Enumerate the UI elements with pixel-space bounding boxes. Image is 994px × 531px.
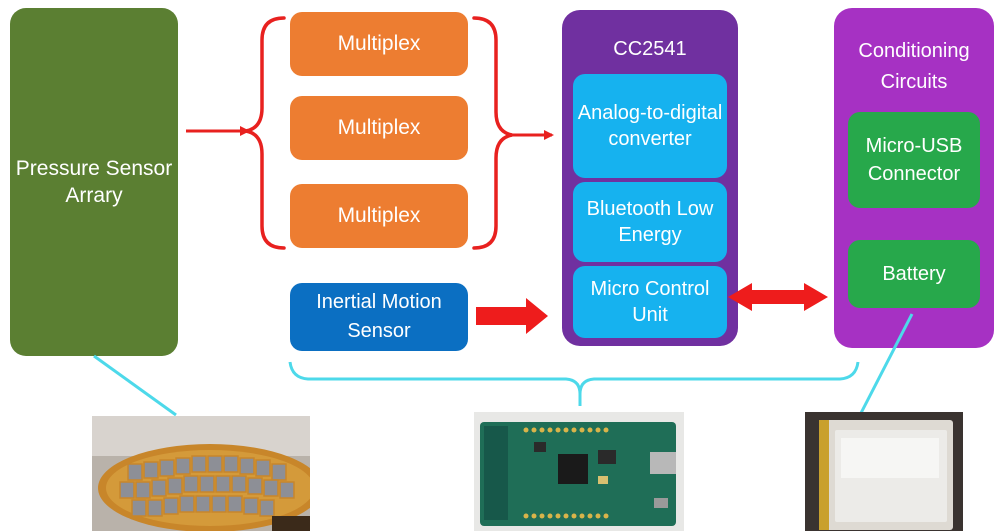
left-bracket [245,16,286,250]
multiplex-label-1: Multiplex [337,32,421,56]
circuit-board-image [474,412,684,531]
arrow-inertial-to-mcu [476,298,548,334]
mcu-block: Micro Control Unit [573,266,727,338]
multiplex-label-2: Multiplex [337,116,421,140]
ble-label: Bluetooth Low Energy [586,198,714,246]
sensor-photo-connector [93,354,177,417]
ble-block: Bluetooth Low Energy [573,182,727,262]
battery-label: Battery [882,263,946,285]
adc-block: Analog-to-digital converter [573,74,727,178]
multiplex-block-1: Multiplex [290,12,468,76]
battery-block: Battery [848,240,980,308]
board-brace [288,361,860,395]
pressure-sensor-array-label: Pressure Sensor Arrary [15,156,173,207]
cc2541-title: CC2541 [613,38,687,60]
multiplex-block-3: Multiplex [290,184,468,248]
conditioning-circuits-block: Conditioning Circuits Micro-USB Connecto… [834,8,994,348]
pressure-sensor-array-block: Pressure Sensor Arrary [10,8,178,356]
multiplex-label-3: Multiplex [337,204,421,228]
right-bracket [472,16,513,250]
battery-photo-connector [858,313,914,416]
sensor-insole-image [92,416,310,531]
inertial-motion-sensor-label: Inertial Motion Sensor [316,291,442,342]
micro-usb-block: Micro-USB Connector [848,112,980,208]
micro-usb-label: Micro-USB Connector [865,135,963,185]
battery-photo [805,412,963,531]
battery-image [805,412,963,531]
adc-label: Analog-to-digital converter [577,102,723,150]
multiplex-block-2: Multiplex [290,96,468,160]
conditioning-circuits-title: Conditioning Circuits [858,40,970,93]
arrow-mcu-conditioning [728,283,828,311]
inertial-motion-sensor-block: Inertial Motion Sensor [290,283,468,351]
cc2541-block: CC2541 Analog-to-digital converter Bluet… [562,10,738,346]
mcu-label: Micro Control Unit [590,278,710,326]
circuit-board-photo [474,412,684,531]
sensor-insole-photo [92,416,310,531]
